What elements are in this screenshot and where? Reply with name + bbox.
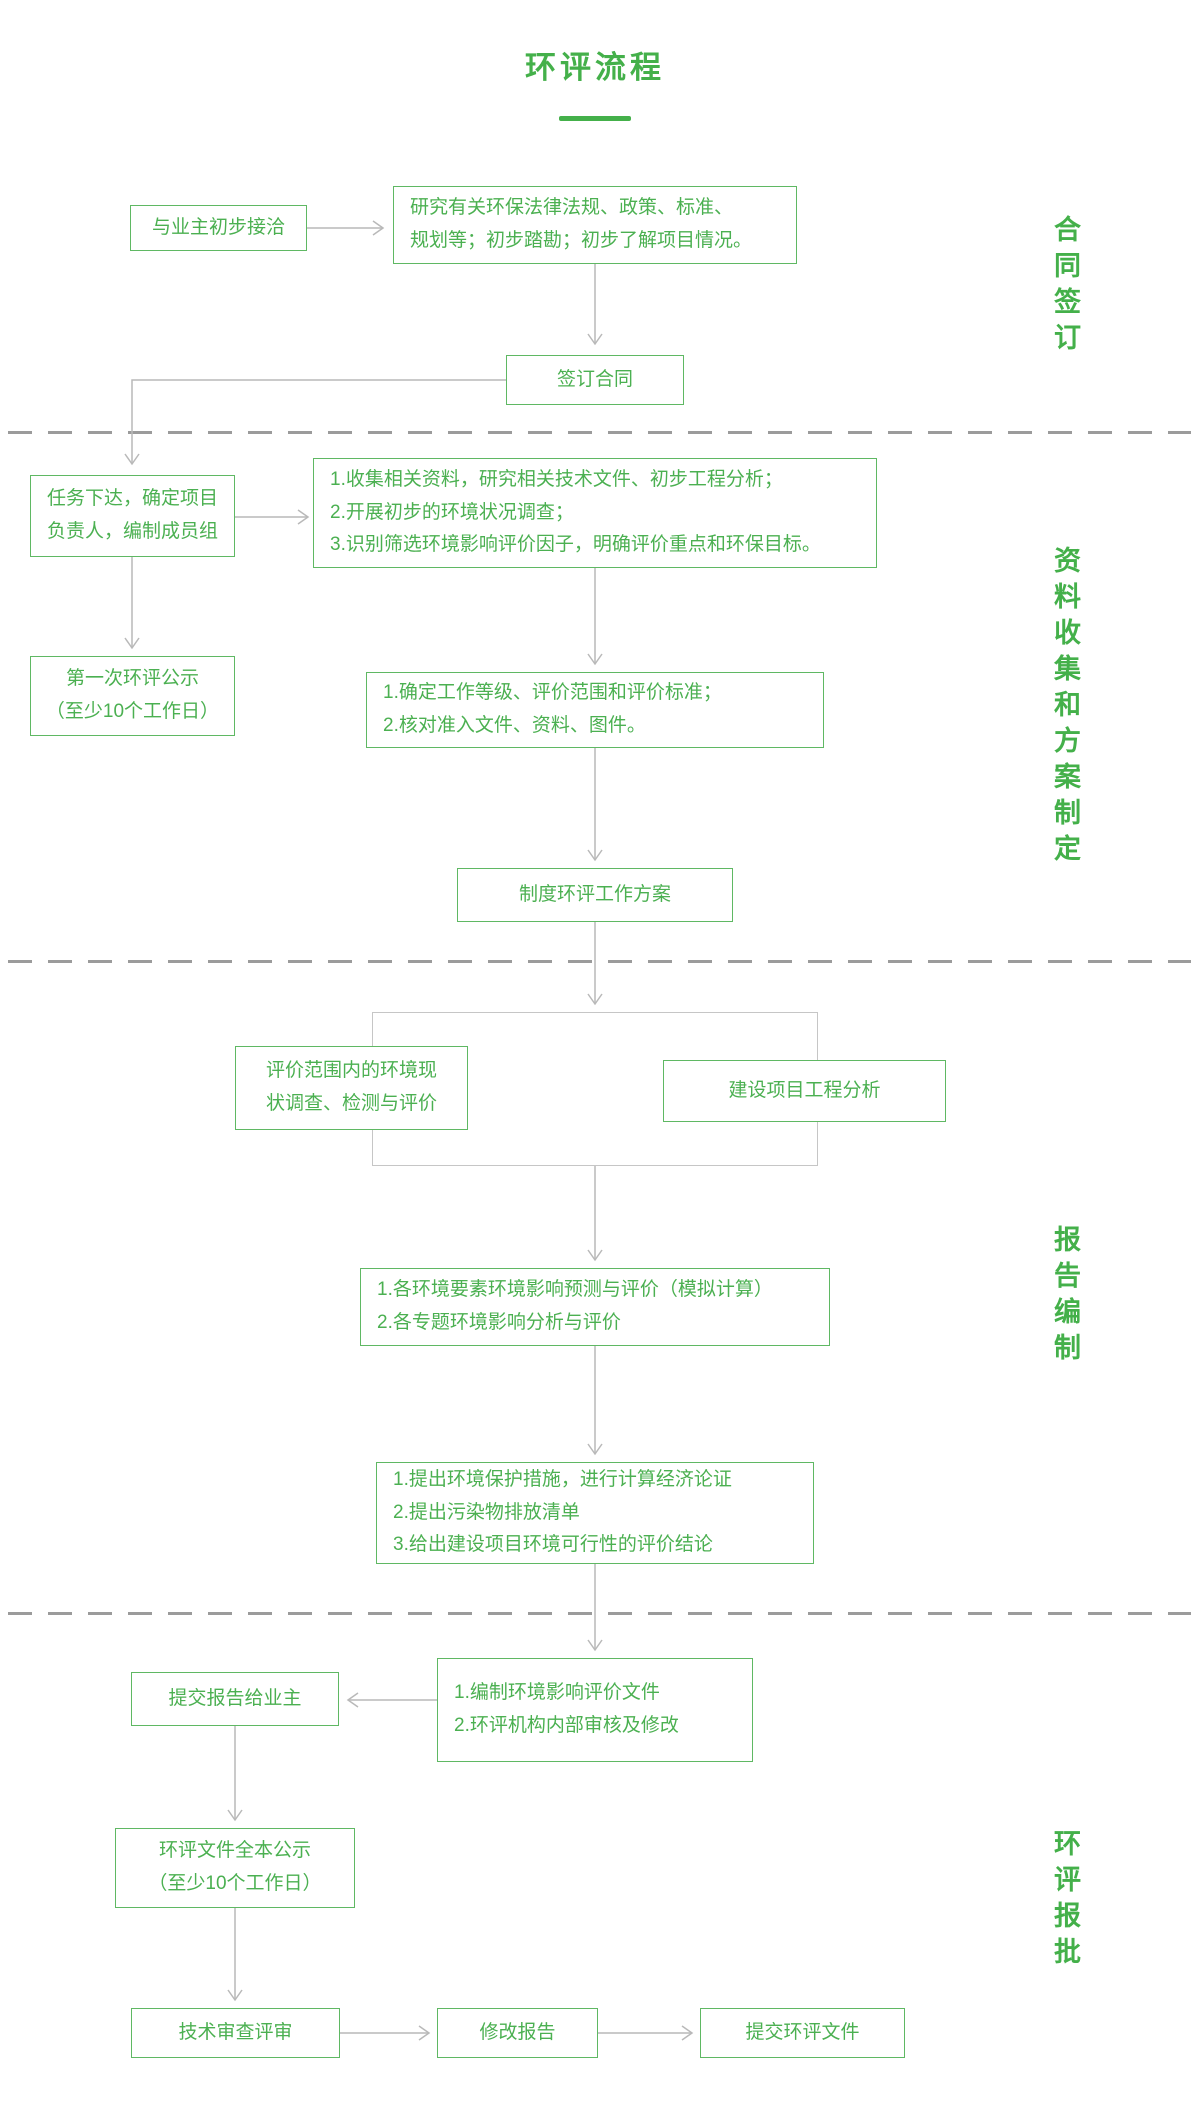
node-project-engineering-analysis: 建设项目工程分析 [663, 1060, 946, 1122]
node-protection-measures: 1.提出环境保护措施，进行计算经济论证 2.提出污染物排放清单 3.给出建设项目… [376, 1462, 814, 1564]
section-label-contract-signing: 合同签订 [1050, 215, 1080, 359]
node-revise-report: 修改报告 [437, 2008, 598, 2058]
node-compile-eia-document: 1.编制环境影响评价文件 2.环评机构内部审核及修改 [437, 1658, 753, 1762]
node-submit-report-to-owner: 提交报告给业主 [131, 1672, 339, 1726]
node-full-text-publicity: 环评文件全本公示 （至少10个工作日） [115, 1828, 355, 1908]
node-environment-status-survey: 评价范围内的环境现 状调查、检测与评价 [235, 1046, 468, 1130]
section-divider-1 [8, 431, 1191, 434]
page-title: 环评流程 [525, 50, 665, 85]
section-divider-2 [8, 960, 1191, 963]
node-sign-contract: 签订合同 [506, 355, 684, 405]
node-research-regulations: 研究有关环保法律法规、政策、标准、 规划等；初步踏勘；初步了解项目情况。 [393, 186, 797, 264]
node-first-publicity: 第一次环评公示 （至少10个工作日） [30, 656, 235, 736]
section-divider-3 [8, 1612, 1191, 1615]
node-determine-work-level: 1.确定工作等级、评价范围和评价标准； 2.核对准入文件、资料、图件。 [366, 672, 824, 748]
node-impact-prediction: 1.各环境要素环境影响预测与评价（模拟计算） 2.各专题环境影响分析与评价 [360, 1268, 830, 1346]
node-collect-materials: 1.收集相关资料，研究相关技术文件、初步工程分析； 2.开展初步的环境状况调查；… [313, 458, 877, 568]
node-initial-contact: 与业主初步接洽 [130, 205, 307, 251]
section-label-data-collection: 资料收集和方案制定 [1050, 546, 1080, 870]
node-technical-review: 技术审查评审 [131, 2008, 340, 2058]
section-label-eia-approval: 环评报批 [1050, 1829, 1080, 1973]
title-underline [559, 116, 631, 121]
node-eia-work-plan: 制度环评工作方案 [457, 868, 733, 922]
section-label-report-compiling: 报告编制 [1050, 1225, 1080, 1369]
node-task-assignment: 任务下达，确定项目 负责人，编制成员组 [30, 475, 235, 557]
node-submit-eia-document: 提交环评文件 [700, 2008, 905, 2058]
